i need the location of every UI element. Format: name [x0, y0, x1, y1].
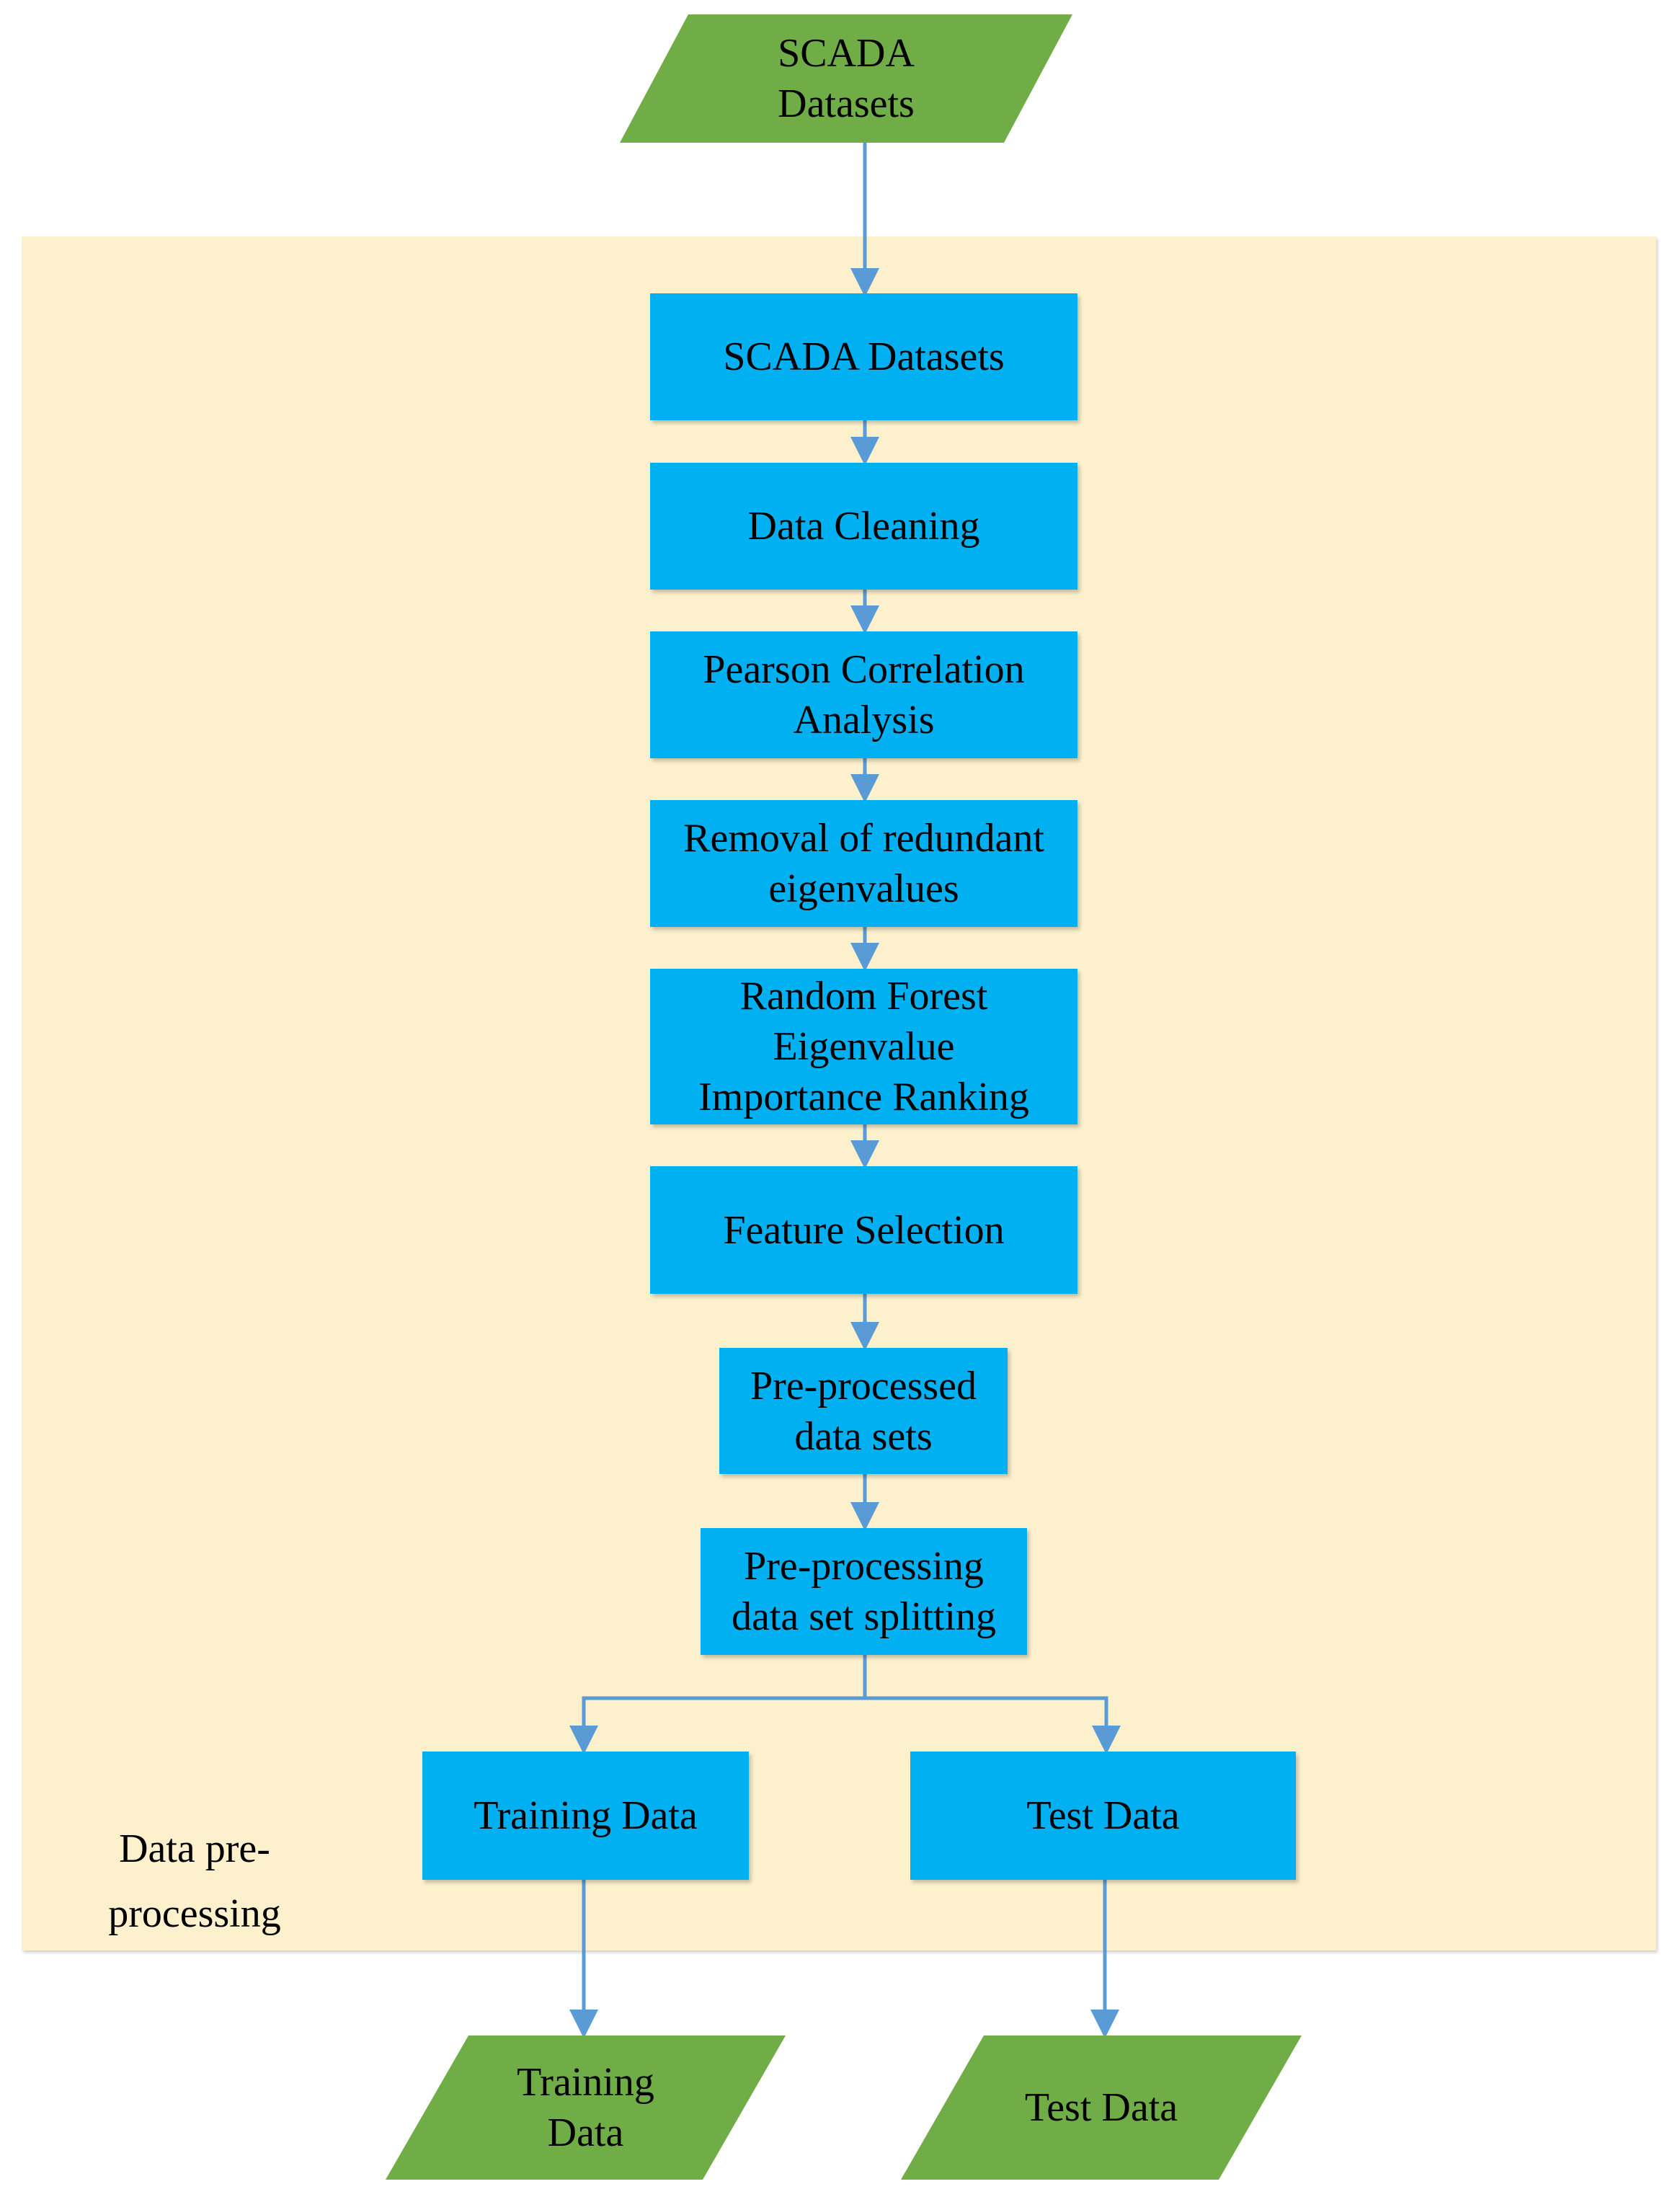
- output-training-label: Training Data: [517, 2060, 654, 2155]
- step-scada-datasets: SCADA Datasets: [650, 293, 1077, 420]
- input-scada-datasets: SCADA Datasets: [620, 14, 1072, 143]
- output-test-label: Test Data: [1024, 2085, 1178, 2130]
- output-training-shape: [386, 2035, 786, 2180]
- step-splitting: Pre-processing data set splitting: [701, 1528, 1027, 1655]
- arrow-splitting-to-branch: [569, 1655, 867, 1754]
- arrow-branch-to-test: [865, 1696, 1121, 1754]
- step-removal-redundant: Removal of redundant eigenvalues: [650, 800, 1077, 927]
- input-scada-label: SCADA Datasets: [778, 31, 915, 126]
- step-test-data: Test Data: [910, 1752, 1296, 1880]
- region-label: Data pre- processing: [108, 1826, 281, 1936]
- step-feature-selection: Feature Selection: [650, 1166, 1077, 1294]
- step-data-cleaning: Data Cleaning: [650, 463, 1077, 590]
- output-test-data: Test Data: [901, 2035, 1302, 2180]
- output-training-data: Training Data: [386, 2035, 786, 2180]
- step-random-forest: Random Forest Eigenvalue Importance Rank…: [650, 969, 1077, 1124]
- output-test-shape: [901, 2035, 1302, 2180]
- step-preprocessed-sets: Pre-processed data sets: [719, 1348, 1008, 1474]
- step-pearson-correlation: Pearson Correlation Analysis: [650, 631, 1077, 758]
- step-training-data: Training Data: [422, 1752, 749, 1880]
- input-shape: [620, 14, 1072, 143]
